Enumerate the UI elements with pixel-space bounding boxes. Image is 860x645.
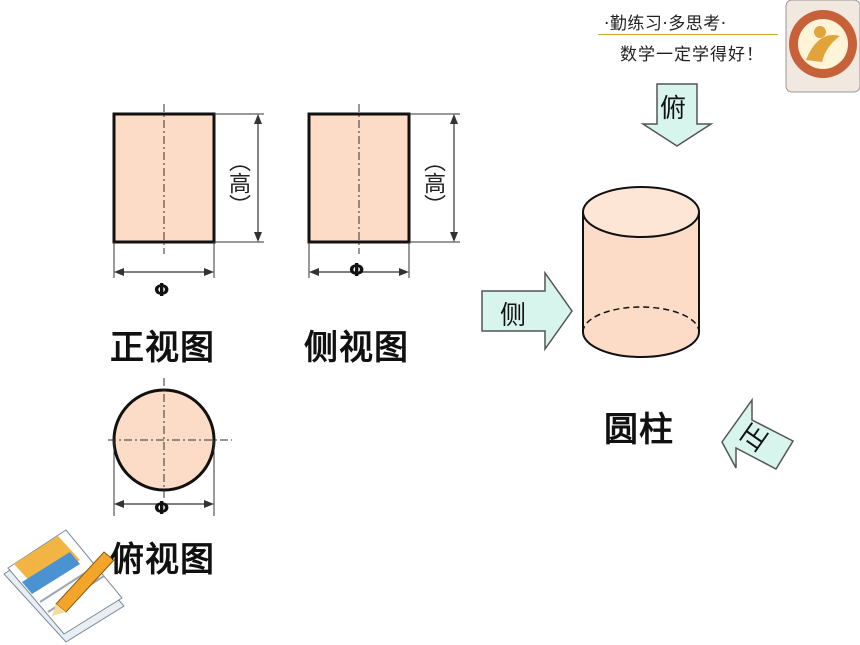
top-view xyxy=(108,378,232,516)
front-width-label: Φ xyxy=(154,280,170,301)
front-height-label: （高） xyxy=(225,150,250,216)
front-view-caption: 正视图 xyxy=(110,328,215,368)
front-view xyxy=(112,104,264,278)
school-logo xyxy=(785,0,860,93)
cylinder-caption: 圆柱 xyxy=(604,410,674,450)
top-direction-arrow xyxy=(640,83,714,147)
motto-divider xyxy=(598,34,778,35)
notebook-pencil-illustration xyxy=(3,529,125,643)
front-direction-arrow xyxy=(721,397,795,470)
side-view-caption: 侧视图 xyxy=(304,328,409,368)
side-width-label: Φ xyxy=(349,260,365,281)
cylinder-top-ellipse xyxy=(582,186,700,238)
top-view-caption: 俯视图 xyxy=(110,540,215,580)
cylinder-bottom-hidden-arc xyxy=(582,306,700,333)
side-height-label: （高） xyxy=(420,150,445,216)
motto-line-2: 数学一定学得好！ xyxy=(620,45,764,65)
side-arrow-label: 侧 xyxy=(500,301,527,331)
top-width-label: Φ xyxy=(154,498,170,519)
side-direction-arrow xyxy=(481,270,573,352)
top-arrow-label: 俯 xyxy=(660,94,687,124)
motto-line-1: ·勤练习·多思考· xyxy=(604,14,727,34)
cylinder xyxy=(582,186,700,358)
cylinder-bottom-front-arc xyxy=(582,331,700,358)
side-view xyxy=(307,104,460,278)
